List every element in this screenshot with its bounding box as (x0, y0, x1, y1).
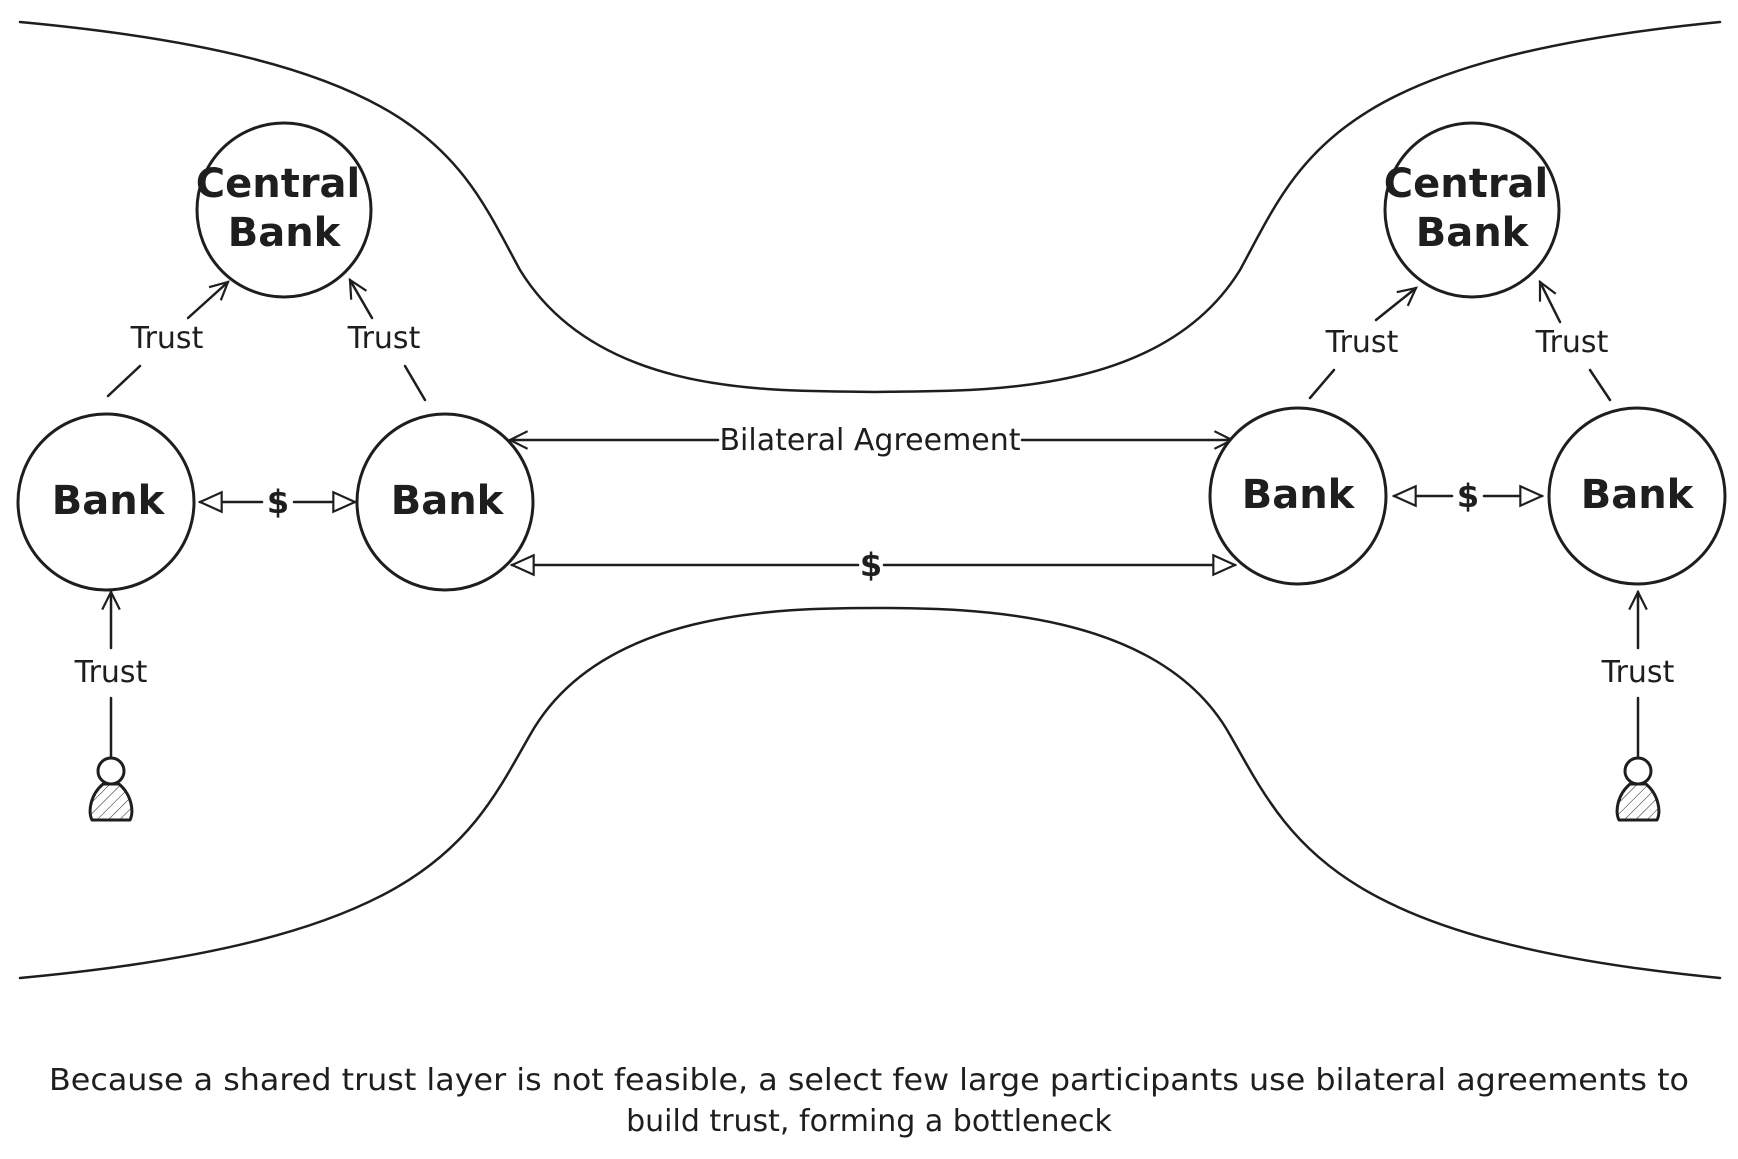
left-trust-edge-a-lower (106, 364, 142, 398)
left-person-trust-label: Trust (74, 655, 148, 690)
right-trust-edge-b-lower (1588, 368, 1612, 402)
right-person-icon (1615, 756, 1661, 822)
left-trust-a-label: Trust (130, 321, 204, 356)
left-bank-a-label: Bank (52, 478, 166, 524)
right-bank-a-node (1208, 406, 1388, 586)
left-bank-b-node (355, 412, 535, 592)
right-trust-edge-a-upper (1374, 288, 1416, 322)
caption-line-1: Because a shared trust layer is not feas… (49, 1063, 1689, 1098)
right-central-bank-node (1383, 121, 1561, 299)
left-trust-edge-b-upper (348, 280, 374, 320)
right-bank-b-node (1547, 406, 1727, 586)
left-central-bank-label-line1: Central (196, 161, 361, 207)
bridge-payment-label: $ (860, 546, 882, 584)
left-bank-b-label: Bank (391, 478, 505, 524)
right-central-bank-label-line2: Bank (1416, 210, 1530, 256)
right-central-bank-label-line1: Central (1384, 161, 1549, 207)
bridge-agreement-label: Bilateral Agreement (719, 423, 1020, 458)
left-trust-edge-b-lower (403, 364, 427, 402)
bottleneck-top-curve (18, 20, 1722, 394)
bottleneck-bottom-curve (18, 606, 1722, 980)
left-trust-edge-a-upper (186, 282, 228, 320)
right-bank-b-label: Bank (1581, 472, 1695, 518)
left-central-bank-label-line2: Bank (228, 210, 342, 256)
right-bank-a-label: Bank (1242, 472, 1356, 518)
right-trust-edge-b-upper (1538, 282, 1562, 324)
caption-line-2: build trust, forming a bottleneck (626, 1104, 1112, 1139)
right-trust-a-label: Trust (1325, 325, 1399, 360)
left-payment-label: $ (267, 483, 289, 521)
right-payment-label: $ (1457, 477, 1479, 515)
right-trust-edge-a-lower (1308, 368, 1336, 400)
left-person-icon (88, 756, 134, 822)
left-trust-b-label: Trust (347, 321, 421, 356)
right-person-trust-label: Trust (1601, 655, 1675, 690)
right-trust-b-label: Trust (1535, 325, 1609, 360)
left-bank-a-node (16, 412, 196, 592)
left-central-bank-node (195, 121, 373, 299)
